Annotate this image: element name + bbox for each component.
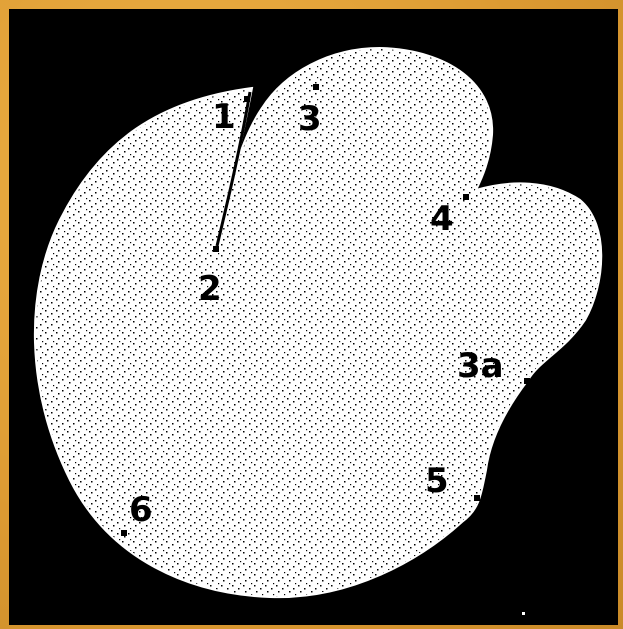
point-2 <box>213 246 219 252</box>
point-3 <box>313 84 319 90</box>
point-3a <box>524 378 530 384</box>
point-4 <box>463 194 469 200</box>
point-1 <box>244 96 250 102</box>
point-5 <box>474 495 480 501</box>
label-6: 6 <box>129 490 153 530</box>
diagram-panel: 1 2 3 4 3a 5 6 <box>9 9 618 625</box>
label-5: 5 <box>425 461 449 501</box>
stray-dot <box>522 612 525 615</box>
point-6 <box>121 530 127 536</box>
label-3a: 3a <box>457 346 504 386</box>
label-1: 1 <box>212 97 236 137</box>
label-2: 2 <box>198 269 222 309</box>
label-4: 4 <box>430 199 454 239</box>
label-3: 3 <box>298 99 322 139</box>
diagram-svg: 1 2 3 4 3a 5 6 <box>9 9 618 625</box>
